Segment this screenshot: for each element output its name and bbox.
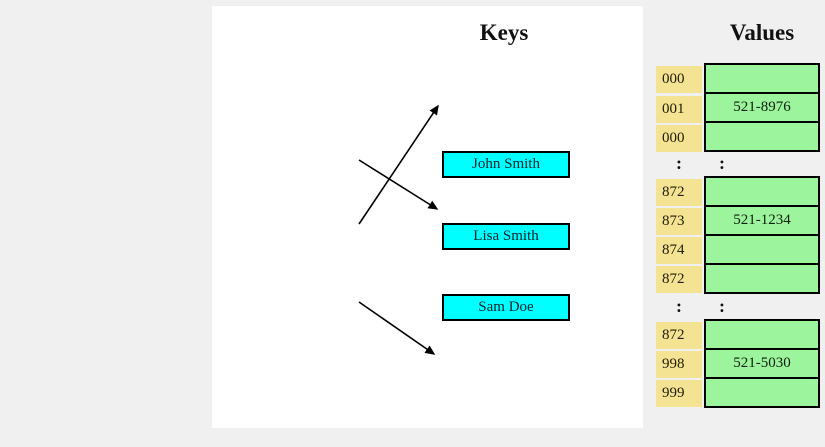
index-cell: 998 — [656, 351, 702, 378]
value-cell: 521-5030 — [706, 348, 818, 377]
index-cell: 000 — [656, 125, 702, 152]
index-cell: 873 — [656, 208, 702, 235]
index-cell: 872 — [656, 322, 702, 349]
key-box-john-smith: John Smith — [442, 151, 570, 178]
ellipsis-separator: : — [719, 153, 725, 173]
index-cell: 000 — [656, 66, 702, 93]
value-cell: 521-1234 — [706, 205, 818, 234]
value-stack: 521-8976 — [704, 63, 820, 152]
index-cell: 872 — [656, 179, 702, 206]
value-cell — [706, 263, 818, 292]
value-stack: 521-5030 — [704, 319, 820, 408]
key-box-sam-doe: Sam Doe — [442, 294, 570, 321]
index-cell: 001 — [656, 96, 702, 123]
value-cell — [706, 178, 818, 205]
value-cell — [706, 65, 818, 92]
index-cell: 874 — [656, 237, 702, 264]
key-box-lisa-smith: Lisa Smith — [442, 223, 570, 250]
keys-heading: Keys — [479, 20, 529, 45]
index-cell: 999 — [656, 380, 702, 407]
value-cell — [706, 321, 818, 348]
diagram-canvas: Keys Values John Smith Lisa Smith Sam Do… — [212, 6, 820, 428]
value-cell — [706, 121, 818, 150]
index-cell: 872 — [656, 266, 702, 293]
values-heading: Values — [729, 20, 795, 45]
value-cell: 521-8976 — [706, 92, 818, 121]
value-cell — [706, 234, 818, 263]
value-stack: 521-1234 — [704, 176, 820, 294]
ellipsis-separator: : — [719, 296, 725, 316]
ellipsis-separator: : — [676, 296, 682, 316]
value-cell — [706, 377, 818, 406]
ellipsis-separator: : — [676, 153, 682, 173]
